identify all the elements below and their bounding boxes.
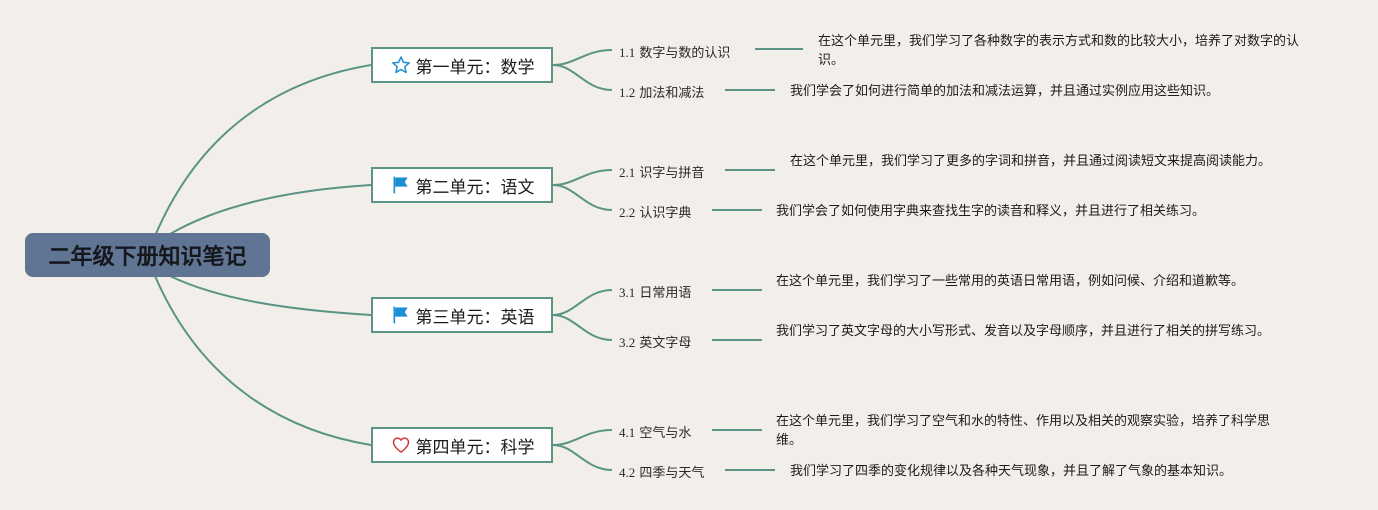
unit-1-title: 第一单元：数学 [415, 57, 535, 78]
unit-3-title: 第三单元：英语 [415, 307, 535, 328]
topic-1-1-note: 在这个单元里，我们学习了各种数字的表示方式和数的比较大小，培养了对数字的认识。 [818, 34, 1300, 68]
unit-3-to-topic-1 [552, 289, 613, 316]
topic-3-2[interactable]: 3.2 英文字母 [619, 335, 692, 351]
unit-2-to-topic-2 [552, 184, 613, 211]
topic-4-1[interactable]: 4.1 空气与水 [619, 425, 692, 441]
topic-2-1[interactable]: 2.1 识字与拼音 [619, 165, 705, 181]
topic-4-2[interactable]: 4.2 四季与天气 [619, 465, 705, 481]
unit-2-to-topic-1 [552, 169, 613, 186]
unit-3-node[interactable]: 第三单元：英语 [371, 297, 553, 333]
star-icon [390, 54, 412, 76]
unit-1-to-topic-2 [552, 64, 613, 91]
topic-2-2-note: 我们学会了如何使用字典来查找生字的读音和释义，并且进行了相关练习。 [776, 204, 1206, 219]
topic-3-2-note: 我们学习了英文字母的大小写形式、发音以及字母顺序，并且进行了相关的拼写练习。 [776, 324, 1271, 339]
topic-4-1-note: 在这个单元里，我们学习了空气和水的特性、作用以及相关的观察实验，培养了科学思维。 [776, 414, 1271, 448]
unit-4-title: 第四单元：科学 [415, 437, 535, 458]
root-to-unit-3 [169, 275, 372, 316]
topic-2-1-note: 在这个单元里，我们学习了更多的字词和拼音，并且通过阅读短文来提高阅读能力。 [790, 154, 1272, 169]
unit-3-to-topic-2 [552, 314, 613, 341]
unit-1-node[interactable]: 第一单元：数学 [371, 47, 553, 83]
root-to-unit-1 [154, 64, 372, 237]
topic-4-2-note: 我们学习了四季的变化规律以及各种天气现象，并且了解了气象的基本知识。 [790, 464, 1233, 479]
flag-icon [390, 174, 412, 196]
topic-2-2[interactable]: 2.2 认识字典 [619, 205, 692, 221]
topic-1-1[interactable]: 1.1 数字与数的认识 [619, 45, 731, 61]
topic-3-1[interactable]: 3.1 日常用语 [619, 285, 692, 301]
root-to-unit-4 [154, 275, 372, 446]
topic-1-2-note: 我们学会了如何进行简单的加法和减法运算，并且通过实例应用这些知识。 [790, 84, 1220, 99]
heart-icon [390, 434, 412, 456]
root-topic[interactable]: 二年级下册知识笔记 [25, 233, 270, 277]
unit-4-to-topic-2 [552, 444, 613, 471]
flag-icon [390, 304, 412, 326]
unit-2-node[interactable]: 第二单元：语文 [371, 167, 553, 203]
unit-1-to-topic-1 [552, 49, 613, 66]
unit-4-node[interactable]: 第四单元：科学 [371, 427, 553, 463]
unit-2-title: 第二单元：语文 [415, 177, 535, 198]
topic-1-2[interactable]: 1.2 加法和减法 [619, 85, 705, 101]
root-to-unit-2 [169, 184, 372, 235]
unit-4-to-topic-1 [552, 429, 613, 446]
topic-3-1-note: 在这个单元里，我们学习了一些常用的英语日常用语，例如问候、介绍和道歉等。 [776, 274, 1245, 289]
